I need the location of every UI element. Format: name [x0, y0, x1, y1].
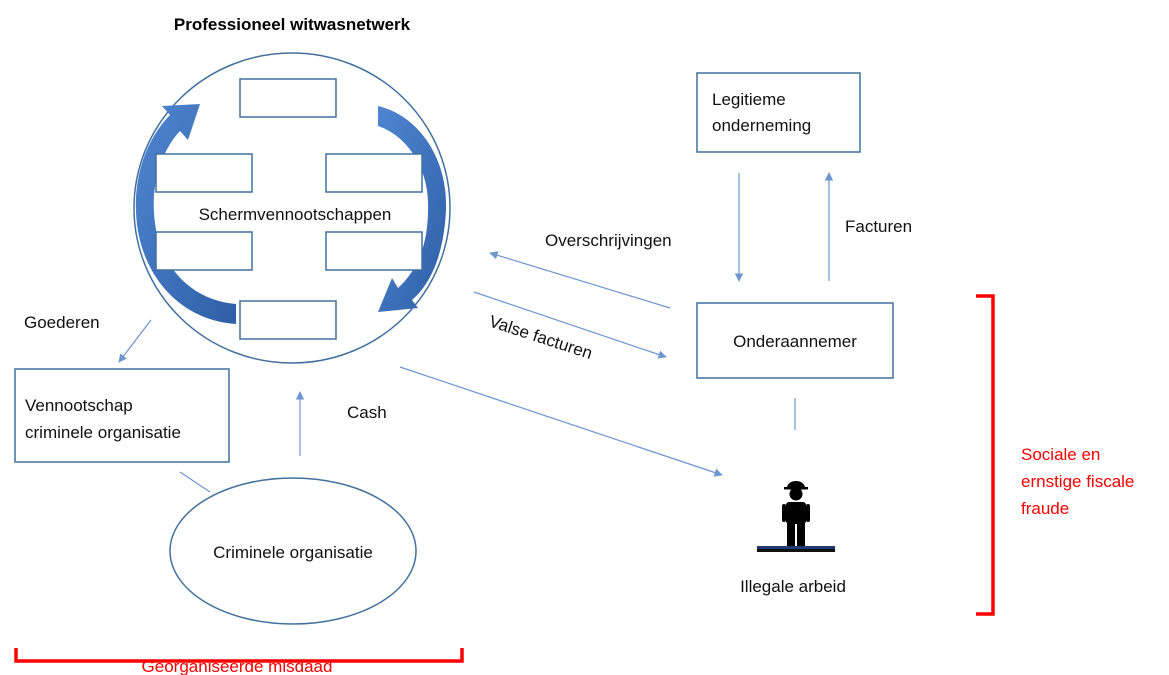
fraud-label-line3: fraude: [1021, 499, 1069, 518]
worker-icon: [757, 481, 835, 552]
shell-company-box: [325, 231, 423, 271]
flow-connectors: [118, 172, 834, 493]
shell-company-box: [325, 153, 423, 193]
legitimate-company-label-line1: Legitieme: [712, 90, 786, 109]
organised-crime-bracket: [14, 648, 464, 663]
transfers-arrow: [489, 251, 671, 309]
fraud-label-line2: ernstige fiscale: [1021, 472, 1134, 491]
network-to-labour-arrow: [399, 366, 723, 477]
fake-invoices-label: Valse facturen: [487, 312, 595, 363]
shell-company-box: [239, 78, 337, 118]
fraud-bracket: [976, 294, 995, 616]
network-title: Professioneel witwasnetwerk: [174, 15, 411, 34]
cycle-arrow-right-icon: [378, 106, 447, 312]
fraud-label-line1: Sociale en: [1021, 445, 1100, 464]
criminal-organisation-ellipse: [169, 477, 417, 625]
criminal-company-label-line1: Vennootschap: [25, 396, 133, 415]
transfers-label: Overschrijvingen: [545, 231, 672, 250]
goods-label: Goederen: [24, 313, 100, 332]
laundering-network-circle: [133, 52, 451, 364]
criminal-organisation-label: Criminele organisatie: [213, 543, 373, 562]
subcontractor-box: [696, 302, 894, 379]
shell-company-box: [239, 300, 337, 340]
illegal-labour-label: Illegale arbeid: [740, 577, 846, 596]
shell-companies-label: Schermvennootschappen: [199, 205, 392, 224]
shell-company-boxes: [155, 78, 423, 340]
criminal-company-label-line2: criminele organisatie: [25, 423, 181, 442]
shell-company-box: [155, 231, 253, 271]
invoices-label: Facturen: [845, 217, 912, 236]
cash-label: Cash: [347, 403, 387, 422]
shell-company-box: [155, 153, 253, 193]
criminal-company-box: [14, 368, 230, 463]
legitimate-company-box: [696, 72, 861, 153]
company-organisation-link: [179, 471, 211, 493]
organised-crime-label: Georganiseerde misdaad: [142, 657, 333, 675]
legitimate-company-label-line2: onderneming: [712, 116, 811, 135]
fake-invoices-arrow: [473, 291, 667, 359]
goods-arrow: [118, 319, 152, 363]
subcontractor-label: Onderaannemer: [733, 332, 857, 351]
